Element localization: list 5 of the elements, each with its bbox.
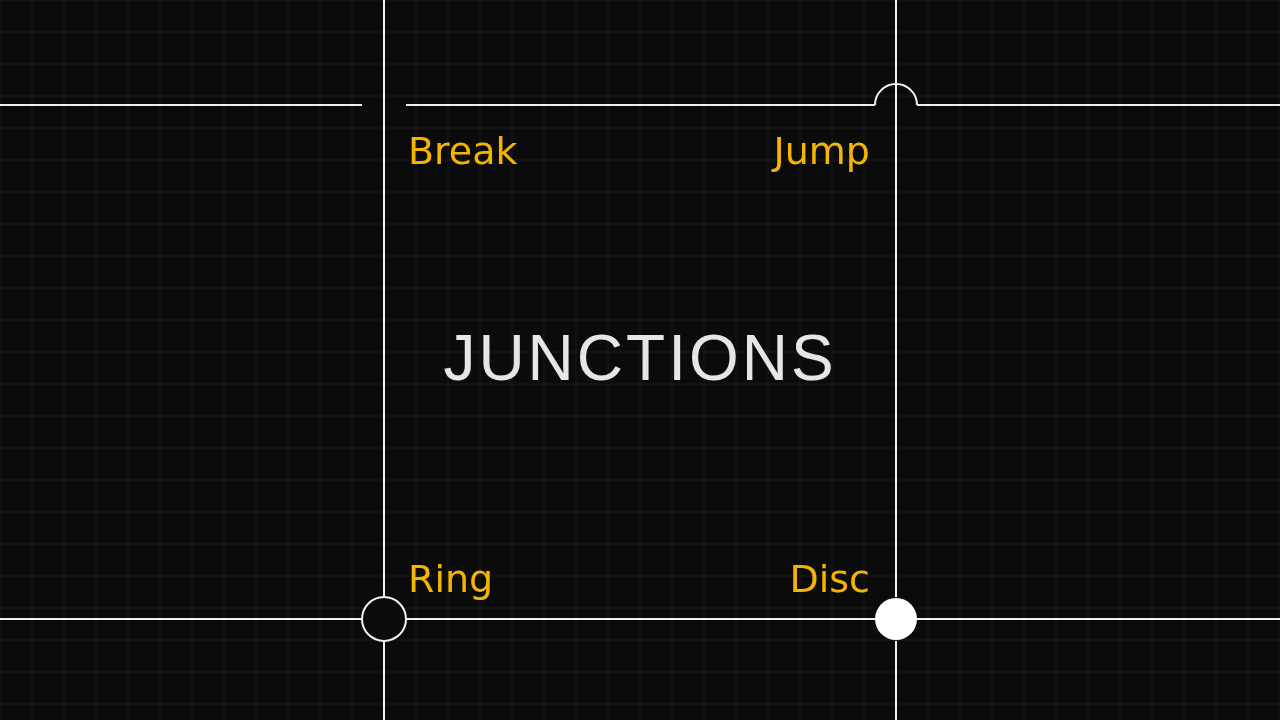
junction-label: Ring: [408, 556, 494, 602]
junction-label: Break: [408, 128, 518, 174]
title: JUNCTIONS: [443, 322, 837, 394]
junction-label: Disc: [789, 556, 870, 602]
junction-label: Jump: [773, 128, 870, 174]
